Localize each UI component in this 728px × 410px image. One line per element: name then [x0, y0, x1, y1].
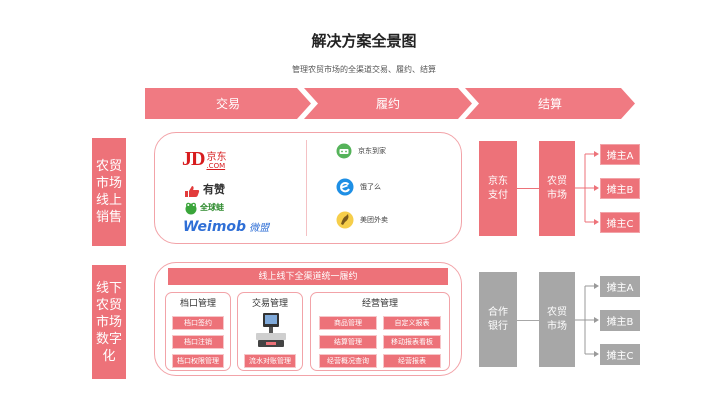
- partner-bank-box: 合作 银行: [479, 272, 517, 367]
- jd-payment-box: 京东 支付: [479, 141, 517, 236]
- online-vendor-b: 摊主B: [600, 178, 640, 199]
- offline-vendor-arrows: [575, 283, 599, 357]
- offline-vendor-c: 摊主C: [600, 344, 640, 365]
- stage-trade-label: 交易: [215, 97, 240, 111]
- stall-signup-chip: 档口签约: [172, 316, 224, 330]
- ops-report-chip: 经营报表: [383, 354, 441, 368]
- youzan-logo: 有赞: [184, 181, 225, 197]
- kangaroo-icon: [336, 211, 354, 229]
- trade-mgmt-title: 交易管理: [251, 299, 288, 309]
- youzan-text: 有赞: [203, 183, 225, 196]
- jddj-label: 京东到家: [358, 147, 386, 155]
- unified-fulfillment-banner: 线上线下全渠道统一履约: [168, 268, 448, 285]
- row-label-offline: 线下 农贸 市场 数字 化: [92, 265, 126, 379]
- mobile-dashboard-chip: 移动报表看板: [383, 335, 441, 349]
- stall-mgmt-panel: 档口管理 档口签约 档口注销 档口权限管理: [165, 292, 231, 371]
- jd-mark: JD: [182, 148, 205, 170]
- jd-com: .COM: [206, 162, 226, 170]
- stall-mgmt-title: 档口管理: [179, 299, 216, 309]
- online-vendor-arrows: [575, 151, 599, 225]
- weimob-logo: Weimob 微盟: [183, 219, 269, 235]
- stage-settlement: 结算: [465, 88, 635, 119]
- online-channels-frame: [154, 132, 462, 244]
- offline-frame: [154, 262, 462, 376]
- jddj-icon: [336, 143, 352, 159]
- pos-scale-icon: [256, 313, 286, 347]
- offline-vendor-a: 摊主A: [600, 276, 640, 297]
- meituan-item: 美团外卖: [336, 211, 388, 229]
- jddj-item: 京东到家: [336, 143, 386, 159]
- eleme-label: 饿了么: [360, 183, 381, 191]
- online-market-box: 农贸 市场: [539, 141, 575, 236]
- flow-reconcile-chip: 流水对账管理: [244, 354, 296, 368]
- offline-market-box: 农贸 市场: [539, 272, 575, 367]
- eleme-icon: [336, 178, 354, 196]
- page-title: 解决方案全景图: [311, 32, 417, 50]
- weimob-cn: 微盟: [249, 223, 270, 234]
- online-vendor-c: 摊主C: [600, 212, 640, 233]
- stage-fulfillment-label: 履约: [375, 97, 400, 111]
- stage-trade: 交易: [145, 88, 311, 119]
- meituan-label: 美团外卖: [360, 216, 388, 224]
- quanqiuwa-logo: 全球蛙: [184, 200, 224, 215]
- stage-settlement-label: 结算: [537, 97, 562, 111]
- jd-logo: JD 京东 .COM: [182, 148, 226, 171]
- connector-line-offline: [517, 320, 539, 321]
- ops-mgmt-title: 经营管理: [361, 299, 398, 309]
- connector-line: [517, 188, 539, 189]
- ops-mgmt-panel: 经营管理 商品管理 自定义报表 结算管理 移动报表看板 经营概况查询 经营报表: [310, 292, 450, 371]
- online-vendor-a: 摊主A: [600, 144, 640, 165]
- custom-report-chip: 自定义报表: [383, 316, 441, 330]
- frame-divider: [306, 140, 307, 236]
- settlement-mgmt-chip: 结算管理: [319, 335, 377, 349]
- stall-cancel-chip: 档口注销: [172, 335, 224, 349]
- stage-fulfillment: 履约: [304, 88, 472, 119]
- trade-mgmt-panel: 交易管理 流水对账管理: [237, 292, 303, 371]
- quanqiuwa-text: 全球蛙: [200, 202, 224, 212]
- row-label-online: 农贸 市场 线上 销售: [92, 138, 126, 246]
- offline-vendor-b: 摊主B: [600, 310, 640, 331]
- jd-cn: 京东: [206, 152, 227, 163]
- eleme-item: 饿了么: [336, 178, 381, 196]
- goods-mgmt-chip: 商品管理: [319, 316, 377, 330]
- ops-overview-chip: 经营概况查询: [319, 354, 377, 368]
- thumb-icon: [184, 183, 200, 197]
- weimob-text: Weimob: [183, 219, 247, 235]
- page-subtitle: 管理农贸市场的全渠道交易、履约、结算: [292, 65, 436, 74]
- stall-permission-chip: 档口权限管理: [172, 354, 224, 368]
- frog-icon: [184, 200, 198, 215]
